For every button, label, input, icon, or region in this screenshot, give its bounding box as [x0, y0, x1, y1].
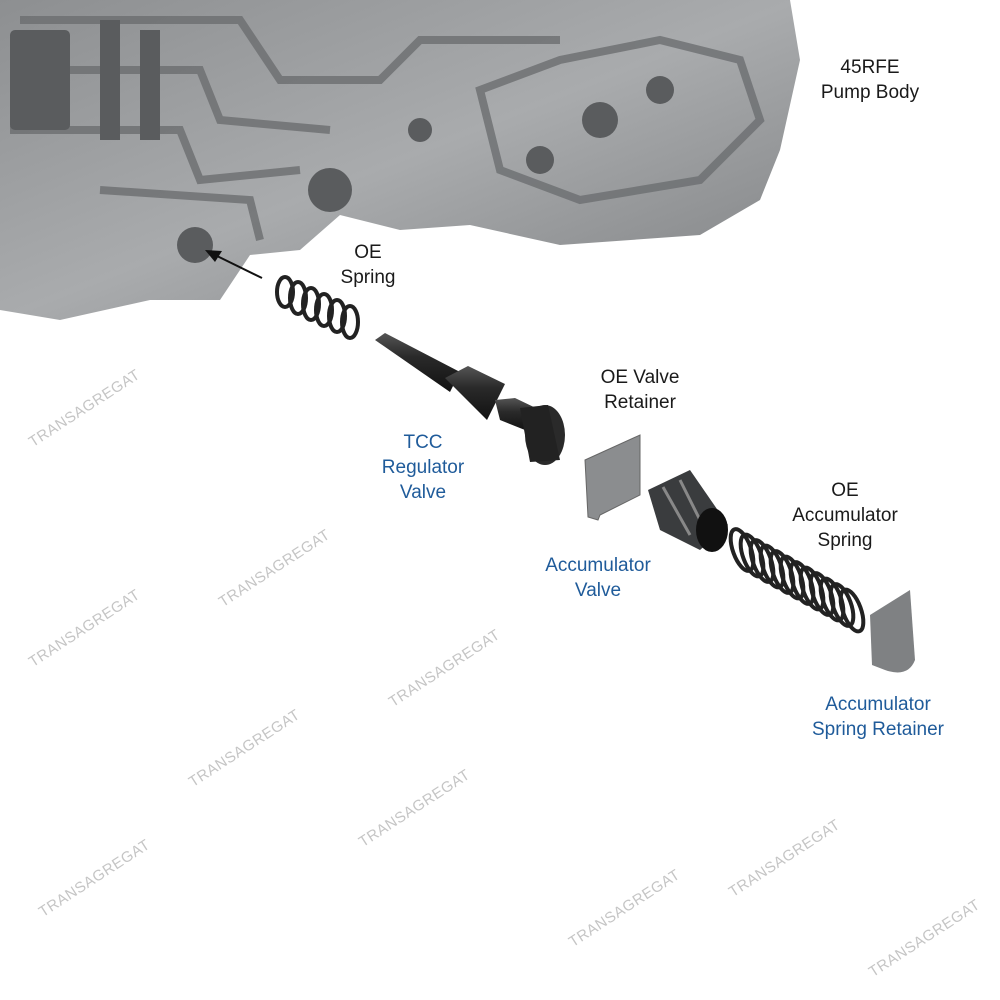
- label-oe-valve-retainer: OE Valve Retainer: [601, 365, 680, 415]
- spring-coil: [838, 587, 866, 634]
- accumulator-valve: [648, 470, 728, 552]
- label-line: 45RFE: [840, 57, 900, 78]
- oe-spring: [275, 275, 360, 340]
- label-oe-accumulator-spring: OE Accumulator Spring: [792, 478, 898, 553]
- label-line: Spring: [817, 530, 873, 551]
- label-tcc-regulator-valve: TCC Regulator Valve: [382, 430, 464, 505]
- label-line: Spring: [340, 267, 396, 288]
- pump-body: [0, 0, 800, 320]
- label-pump-body: 45RFE Pump Body: [821, 55, 919, 105]
- label-accumulator-spring-retainer: Accumulator Spring Retainer: [812, 692, 944, 742]
- label-line: Pump Body: [820, 82, 920, 103]
- insertion-arrow: [205, 250, 263, 279]
- label-line: TCC: [403, 432, 443, 453]
- label-line: Accumulator: [792, 505, 898, 526]
- label-line: OE: [831, 480, 859, 501]
- label-line: OE Valve: [600, 367, 680, 388]
- label-accumulator-valve: Accumulator Valve: [545, 553, 651, 603]
- label-line: Accumulator: [545, 555, 651, 576]
- label-line: Valve: [574, 580, 622, 601]
- label-line: Spring Retainer: [811, 719, 945, 740]
- tcc-regulator-valve: [375, 333, 565, 465]
- label-line: Retainer: [604, 392, 676, 413]
- oe-valve-retainer: [584, 434, 641, 521]
- label-line: OE: [354, 242, 382, 263]
- accumulator-spring-retainer: [870, 590, 915, 673]
- label-line: Accumulator: [825, 694, 931, 715]
- label-oe-spring: OE Spring: [341, 240, 396, 290]
- oe-accumulator-spring: [728, 527, 866, 634]
- label-line: Valve: [399, 482, 447, 503]
- label-line: Regulator: [381, 457, 465, 478]
